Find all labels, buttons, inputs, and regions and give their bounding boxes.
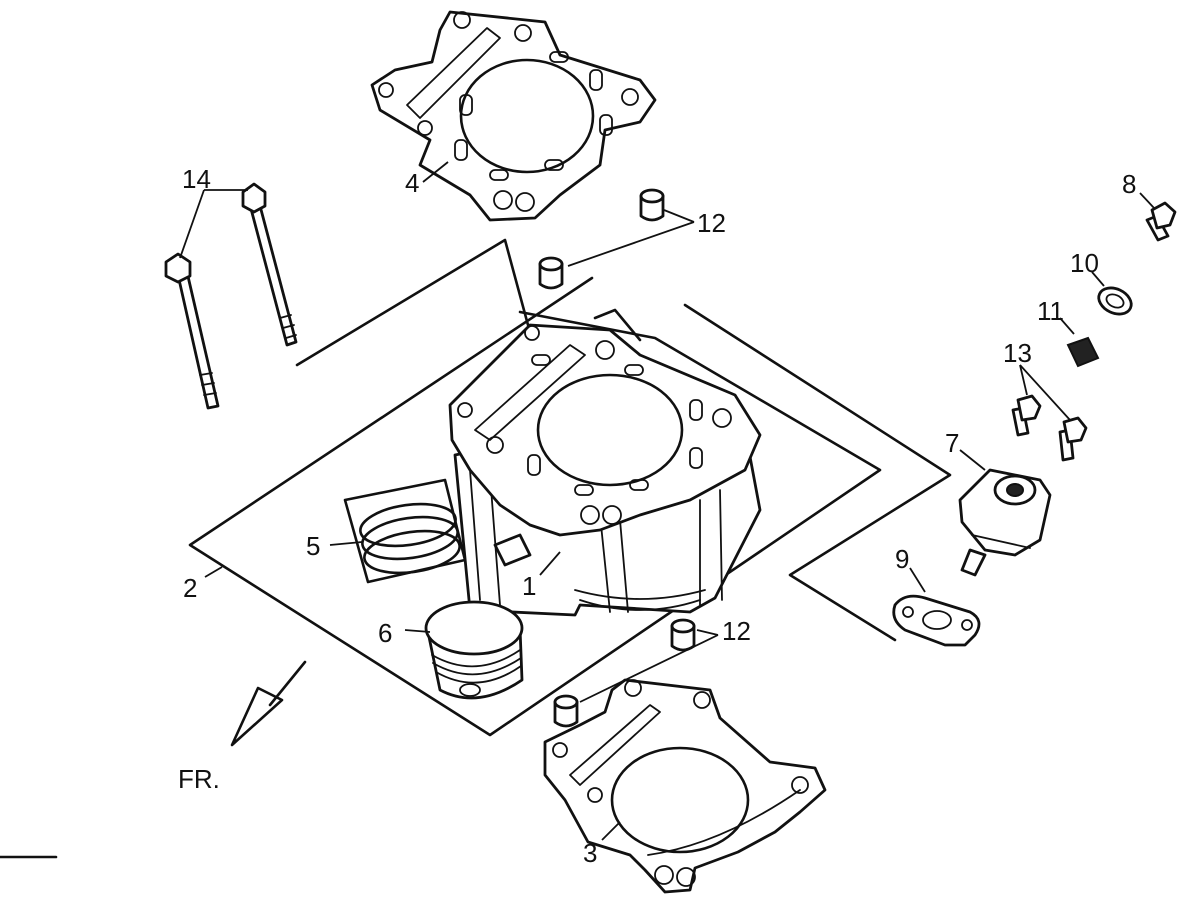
leader-lines (179, 161, 1155, 841)
part-13-bolts (1011, 394, 1088, 462)
part-11-spring (1066, 336, 1100, 368)
part-14-stud-bolts (164, 182, 298, 410)
callout-12-top: 12 (697, 208, 726, 238)
callout-9: 9 (895, 544, 909, 574)
part-7-tensioner (958, 468, 1052, 577)
part-4-head-gasket (370, 10, 657, 222)
front-direction-arrow (230, 660, 307, 747)
part-6-piston (424, 600, 524, 700)
callout-10: 10 (1070, 248, 1099, 278)
callout-14: 14 (182, 164, 211, 194)
part-12-dowel-pins (538, 188, 696, 728)
callout-4: 4 (405, 168, 419, 198)
callout-12-bottom: 12 (722, 616, 751, 646)
callout-6: 6 (378, 618, 392, 648)
callout-5: 5 (306, 531, 320, 561)
part-9-tensioner-gasket (892, 594, 981, 647)
callout-3: 3 (583, 838, 597, 868)
part-8-bolt (1145, 201, 1177, 242)
callout-8: 8 (1122, 169, 1136, 199)
callout-1: 1 (522, 571, 536, 601)
part-1-cylinder-block (448, 308, 762, 617)
part-10-washer (1097, 286, 1133, 316)
callout-11: 11 (1037, 296, 1064, 326)
front-marker-label: FR. (178, 764, 220, 794)
callout-7: 7 (945, 428, 959, 458)
callout-13: 13 (1003, 338, 1032, 368)
part-5-piston-rings (343, 478, 467, 584)
callout-2: 2 (183, 573, 197, 603)
part-3-base-gasket (543, 678, 827, 894)
